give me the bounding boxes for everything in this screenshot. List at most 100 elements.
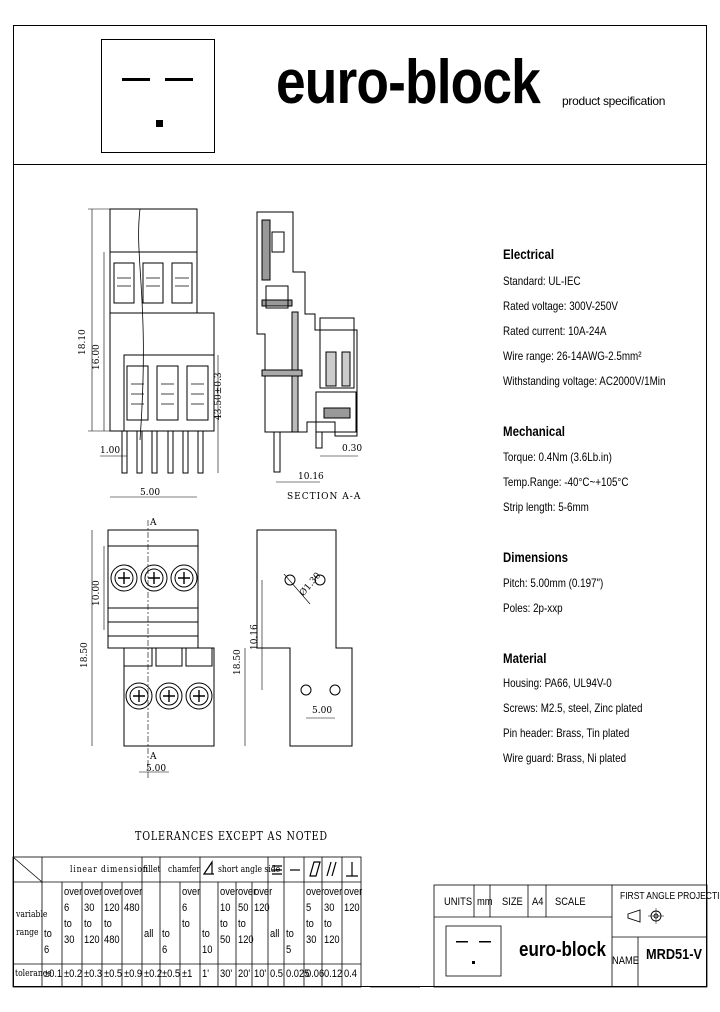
range-cell-text: 120	[238, 934, 254, 946]
range-cell-text: 6	[64, 902, 70, 914]
electrical-item: Standard: UL-IEC	[503, 274, 581, 288]
mechanical-item: Torque: 0.4Nm (3.6Lb.in)	[503, 450, 612, 464]
range-cell-text: over	[324, 886, 343, 898]
range-cell-text: 10	[220, 902, 231, 914]
material-item: Wire guard: Brass, Ni plated	[503, 751, 627, 765]
row-label-range: range	[16, 928, 39, 938]
tolerance-value: ±1	[182, 968, 193, 980]
range-cell-text: over	[254, 886, 273, 898]
front-view	[91, 520, 215, 780]
range-cell-text: to	[306, 918, 314, 930]
dim-pin-width: 1.00	[100, 446, 121, 456]
projection-label: FIRST ANGLE PROJECTION	[620, 891, 720, 902]
tolerance-table-lines	[12, 856, 362, 988]
tolerance-value: ±0.2	[144, 968, 163, 980]
dimensions-item: Pitch: 5.00mm (0.197")	[503, 576, 604, 590]
range-cell-text: 480	[124, 902, 140, 914]
section-label: SECTION A-A	[287, 492, 362, 502]
dim-pin-length: 43.50±0.3	[214, 372, 224, 420]
units-label: UNITS	[444, 896, 473, 908]
projection-symbol-icon	[627, 908, 664, 924]
range-cell-text: 480	[104, 934, 120, 946]
tolerance-title: TOLERANCES EXCEPT AS NOTED	[135, 829, 328, 843]
tolerance-value: 20'	[238, 968, 251, 980]
top-view	[88, 208, 219, 498]
tolerance-value: ±0.5	[162, 968, 181, 980]
group-angle: short angle side	[218, 865, 281, 875]
dim-height-inner: 16.00	[92, 344, 102, 370]
scale-label: SCALE	[555, 896, 586, 908]
range-cell-text: 5	[286, 944, 292, 956]
dim-section-offset: 0.30	[342, 444, 363, 454]
range-cell-text: over	[238, 886, 257, 898]
range-cell-text: to	[64, 918, 72, 930]
range-cell-text: 120	[84, 934, 100, 946]
tolerance-value: ±0.1	[44, 968, 63, 980]
section-view	[256, 211, 358, 483]
dimensions-item: Poles: 2p-xxp	[503, 601, 563, 615]
range-cell-text: 120	[344, 902, 360, 914]
range-cell-text: to	[84, 918, 92, 930]
range-cell-text: over	[84, 886, 103, 898]
tolerance-value: 0.025	[286, 968, 310, 980]
group-linear: linear dimension	[70, 865, 149, 875]
material-item: Pin header: Brass, Tin plated	[503, 726, 630, 740]
row-label-tolerance: tolerance	[15, 969, 52, 979]
range-cell-text: to	[182, 918, 190, 930]
range-cell-text: to	[202, 928, 210, 940]
range-cell-text: 50	[220, 934, 231, 946]
material-item: Housing: PA66, UL94V-0	[503, 676, 612, 690]
dim-front-height: 10.00	[92, 580, 102, 606]
group-chamfer: chamfer	[168, 865, 201, 875]
mechanical-title: Mechanical	[503, 423, 565, 439]
tolerance-value: ±0.3	[84, 968, 103, 980]
range-cell-text: 6	[162, 944, 168, 956]
title-block-logo-icon	[456, 941, 491, 964]
range-cell-text: 120	[254, 902, 270, 914]
dim-front-pitch: 5.00	[146, 764, 167, 774]
dim-height-total: 18.10	[78, 329, 88, 355]
mechanical-item: Strip length: 5-6mm	[503, 500, 589, 514]
range-cell-text: over	[220, 886, 239, 898]
range-cell-text: over	[64, 886, 83, 898]
brand-name: euro-block	[276, 48, 541, 117]
size-value: A4	[532, 896, 544, 908]
range-cell-text: 10	[202, 944, 213, 956]
range-cell-text: 6	[44, 944, 50, 956]
electrical-item: Withstanding voltage: AC2000V/1Min	[503, 374, 666, 388]
range-cell-text: over	[124, 886, 143, 898]
title-block-brand: euro-block	[519, 939, 606, 961]
electrical-title: Electrical	[503, 246, 555, 262]
range-cell-text: to	[286, 928, 294, 940]
range-cell-text: to	[238, 918, 246, 930]
electrical-item: Wire range: 26-14AWG-2.5mm²	[503, 349, 642, 363]
dim-pcb-height-1: 18.50	[233, 649, 243, 675]
range-cell-text: all	[270, 928, 280, 940]
tolerance-value: 10'	[254, 968, 267, 980]
document-subtitle: product specification	[562, 94, 666, 108]
range-cell-text: to	[220, 918, 228, 930]
range-cell-text: over	[306, 886, 325, 898]
tolerance-value: 0.12	[324, 968, 343, 980]
cut-mark-top: A	[150, 518, 157, 528]
size-label: SIZE	[502, 896, 523, 908]
drawing-frame	[13, 25, 707, 987]
group-fillet: fillet	[143, 865, 161, 875]
tolerance-value: 0.5	[270, 968, 284, 980]
range-cell-text: to	[324, 918, 332, 930]
range-cell-text: to	[162, 928, 170, 940]
range-cell-text: 30	[306, 934, 317, 946]
tolerance-value: ±0.5	[104, 968, 123, 980]
tolerance-value: ±0.9	[124, 968, 143, 980]
header-divider	[13, 164, 707, 165]
cut-mark-bottom: A	[150, 752, 157, 762]
electrical-item: Rated voltage: 300V-250V	[503, 299, 618, 313]
logo-mark-icon	[122, 78, 193, 127]
logo	[101, 39, 215, 153]
range-cell-text: to	[104, 918, 112, 930]
units-value: mm	[477, 896, 493, 908]
dim-pcb-pitch: 5.00	[312, 706, 333, 716]
range-cell-text: to	[44, 928, 52, 940]
name-label: NAME	[612, 955, 640, 967]
